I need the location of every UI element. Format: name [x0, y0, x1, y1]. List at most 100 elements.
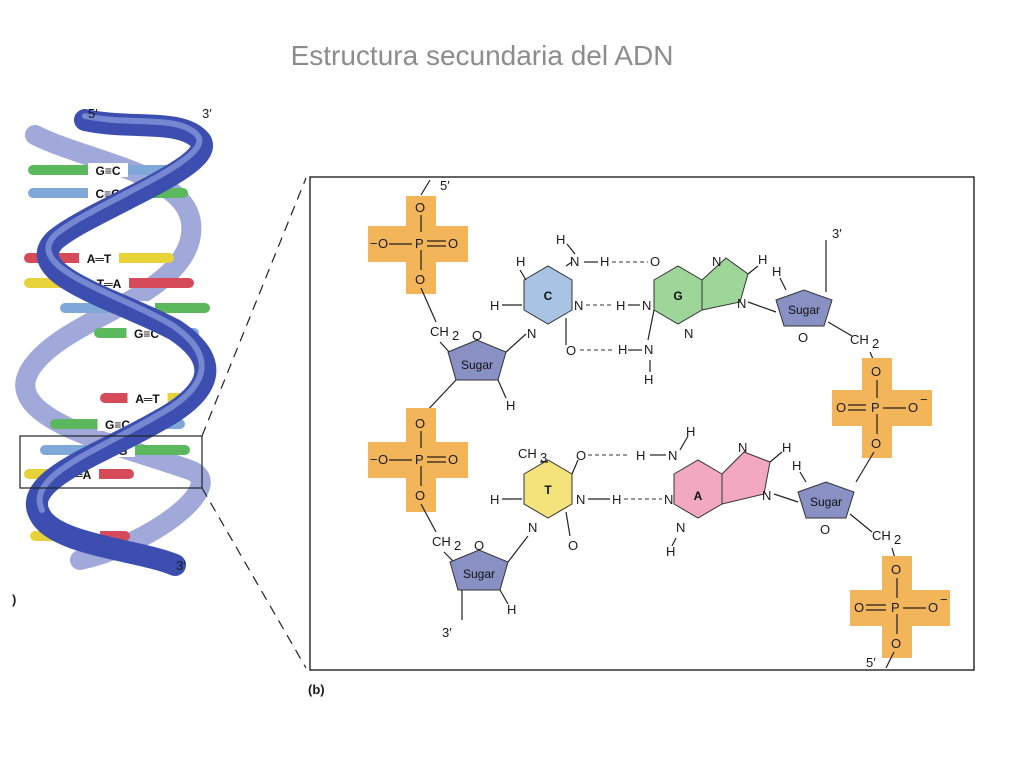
svg-text:O: O	[798, 330, 808, 345]
svg-text:O: O	[908, 400, 918, 415]
svg-text:H: H	[686, 424, 695, 439]
svg-text:H: H	[600, 254, 609, 269]
svg-text:O: O	[448, 236, 458, 251]
svg-text:−: −	[920, 392, 928, 407]
bp-label-bg	[88, 163, 128, 177]
sugar-right-top: Sugar O	[775, 289, 833, 345]
svg-text:N: N	[570, 254, 579, 269]
sugar-left-top: Sugar O	[447, 328, 507, 381]
helix-part-label: )	[12, 592, 16, 607]
svg-text:N: N	[528, 520, 537, 535]
zoom-line-top	[201, 177, 307, 437]
helix-end-3prime-bottom: 3′	[176, 558, 186, 573]
svg-text:−: −	[370, 236, 378, 251]
phosphate-group-left-top: O − O P O O	[368, 196, 468, 294]
svg-text:O: O	[891, 562, 901, 577]
thymine-base: T CH 3 H N N O O H	[490, 446, 621, 553]
svg-text:O: O	[415, 200, 425, 215]
svg-text:O: O	[415, 416, 425, 431]
svg-text:N: N	[737, 296, 746, 311]
svg-text:CH: CH	[432, 534, 451, 549]
svg-text:Sugar: Sugar	[810, 495, 842, 509]
svg-text:H: H	[644, 372, 653, 387]
helix-strand-front-highlight	[36, 113, 205, 513]
svg-text:N: N	[762, 488, 771, 503]
svg-text:2: 2	[452, 328, 459, 343]
svg-text:N: N	[576, 492, 585, 507]
svg-text:O: O	[448, 452, 458, 467]
svg-text:O: O	[566, 343, 576, 358]
svg-text:−: −	[370, 452, 378, 467]
svg-text:H: H	[516, 254, 525, 269]
svg-text:O: O	[871, 364, 881, 379]
svg-text:H: H	[612, 492, 621, 507]
svg-text:N: N	[738, 440, 747, 455]
svg-text:N: N	[668, 448, 677, 463]
svg-text:N: N	[676, 520, 685, 535]
svg-text:H: H	[772, 264, 781, 279]
svg-text:O: O	[415, 272, 425, 287]
svg-text:N: N	[712, 254, 721, 269]
svg-text:H: H	[490, 492, 499, 507]
svg-text:CH: CH	[430, 324, 449, 339]
bp-bar-right	[109, 278, 194, 288]
svg-text:H: H	[616, 298, 625, 313]
svg-text:2: 2	[454, 538, 461, 553]
svg-text:O: O	[415, 488, 425, 503]
svg-text:N: N	[644, 342, 653, 357]
helix-end-5prime-top: 5′	[88, 106, 98, 121]
phosphate-group-right-middle: O O P O − O	[832, 358, 932, 458]
bp-label-bg	[127, 391, 168, 405]
bp-label-bg	[79, 251, 119, 265]
svg-text:O: O	[472, 328, 482, 343]
svg-text:A: A	[694, 489, 703, 503]
svg-text:P: P	[871, 400, 880, 415]
svg-text:H: H	[507, 602, 516, 617]
svg-text:H: H	[556, 232, 565, 247]
svg-text:N: N	[664, 492, 673, 507]
svg-text:P: P	[415, 236, 424, 251]
svg-text:C: C	[544, 289, 553, 303]
svg-text:H: H	[792, 458, 801, 473]
left-strand-5prime: 5′	[440, 178, 450, 193]
svg-text:Sugar: Sugar	[461, 358, 493, 372]
svg-text:O: O	[820, 522, 830, 537]
svg-text:O: O	[378, 452, 388, 467]
phosphate-group-right-bottom: O O P O − O	[850, 556, 950, 658]
svg-text:N: N	[574, 298, 583, 313]
svg-text:H: H	[490, 298, 499, 313]
base-pair-label: A═T	[135, 392, 160, 406]
sugar-right-bottom: Sugar O	[797, 481, 855, 537]
svg-text:H: H	[506, 398, 515, 413]
svg-text:O: O	[871, 436, 881, 451]
slide-title: Estructura secundaria del ADN	[290, 40, 674, 71]
svg-text:H: H	[636, 448, 645, 463]
phosphate-group-left-middle: O − O P O O	[368, 408, 468, 512]
svg-text:P: P	[891, 600, 900, 615]
svg-text:O: O	[836, 400, 846, 415]
svg-text:3: 3	[540, 450, 547, 465]
zoom-box	[19, 435, 203, 489]
svg-text:H: H	[666, 544, 675, 559]
cytosine-base: C H H N N O N H H	[490, 232, 609, 358]
svg-text:Sugar: Sugar	[788, 303, 820, 317]
svg-text:H: H	[758, 252, 767, 267]
svg-text:O: O	[854, 600, 864, 615]
svg-text:H: H	[618, 342, 627, 357]
svg-text:CH: CH	[872, 528, 891, 543]
panel-label: (b)	[308, 682, 325, 697]
svg-text:O: O	[891, 636, 901, 651]
base-pair-label: A═T	[87, 252, 112, 266]
guanine-base: G O N H N N N H N H H	[616, 252, 767, 387]
helix-end-3prime-top: 3′	[202, 106, 212, 121]
svg-text:−: −	[940, 592, 948, 607]
svg-text:P: P	[415, 452, 424, 467]
svg-text:O: O	[568, 538, 578, 553]
svg-text:2: 2	[872, 336, 879, 351]
svg-text:O: O	[650, 254, 660, 269]
double-helix: G≡CC≡GA═TT═AC≡GG≡CA═TG≡CC≡GT═AT═A 5′ 3′ …	[12, 106, 217, 607]
svg-text:G: G	[673, 289, 682, 303]
right-strand-5prime: 5′	[866, 655, 876, 670]
svg-text:O: O	[378, 236, 388, 251]
svg-text:N: N	[527, 326, 536, 341]
